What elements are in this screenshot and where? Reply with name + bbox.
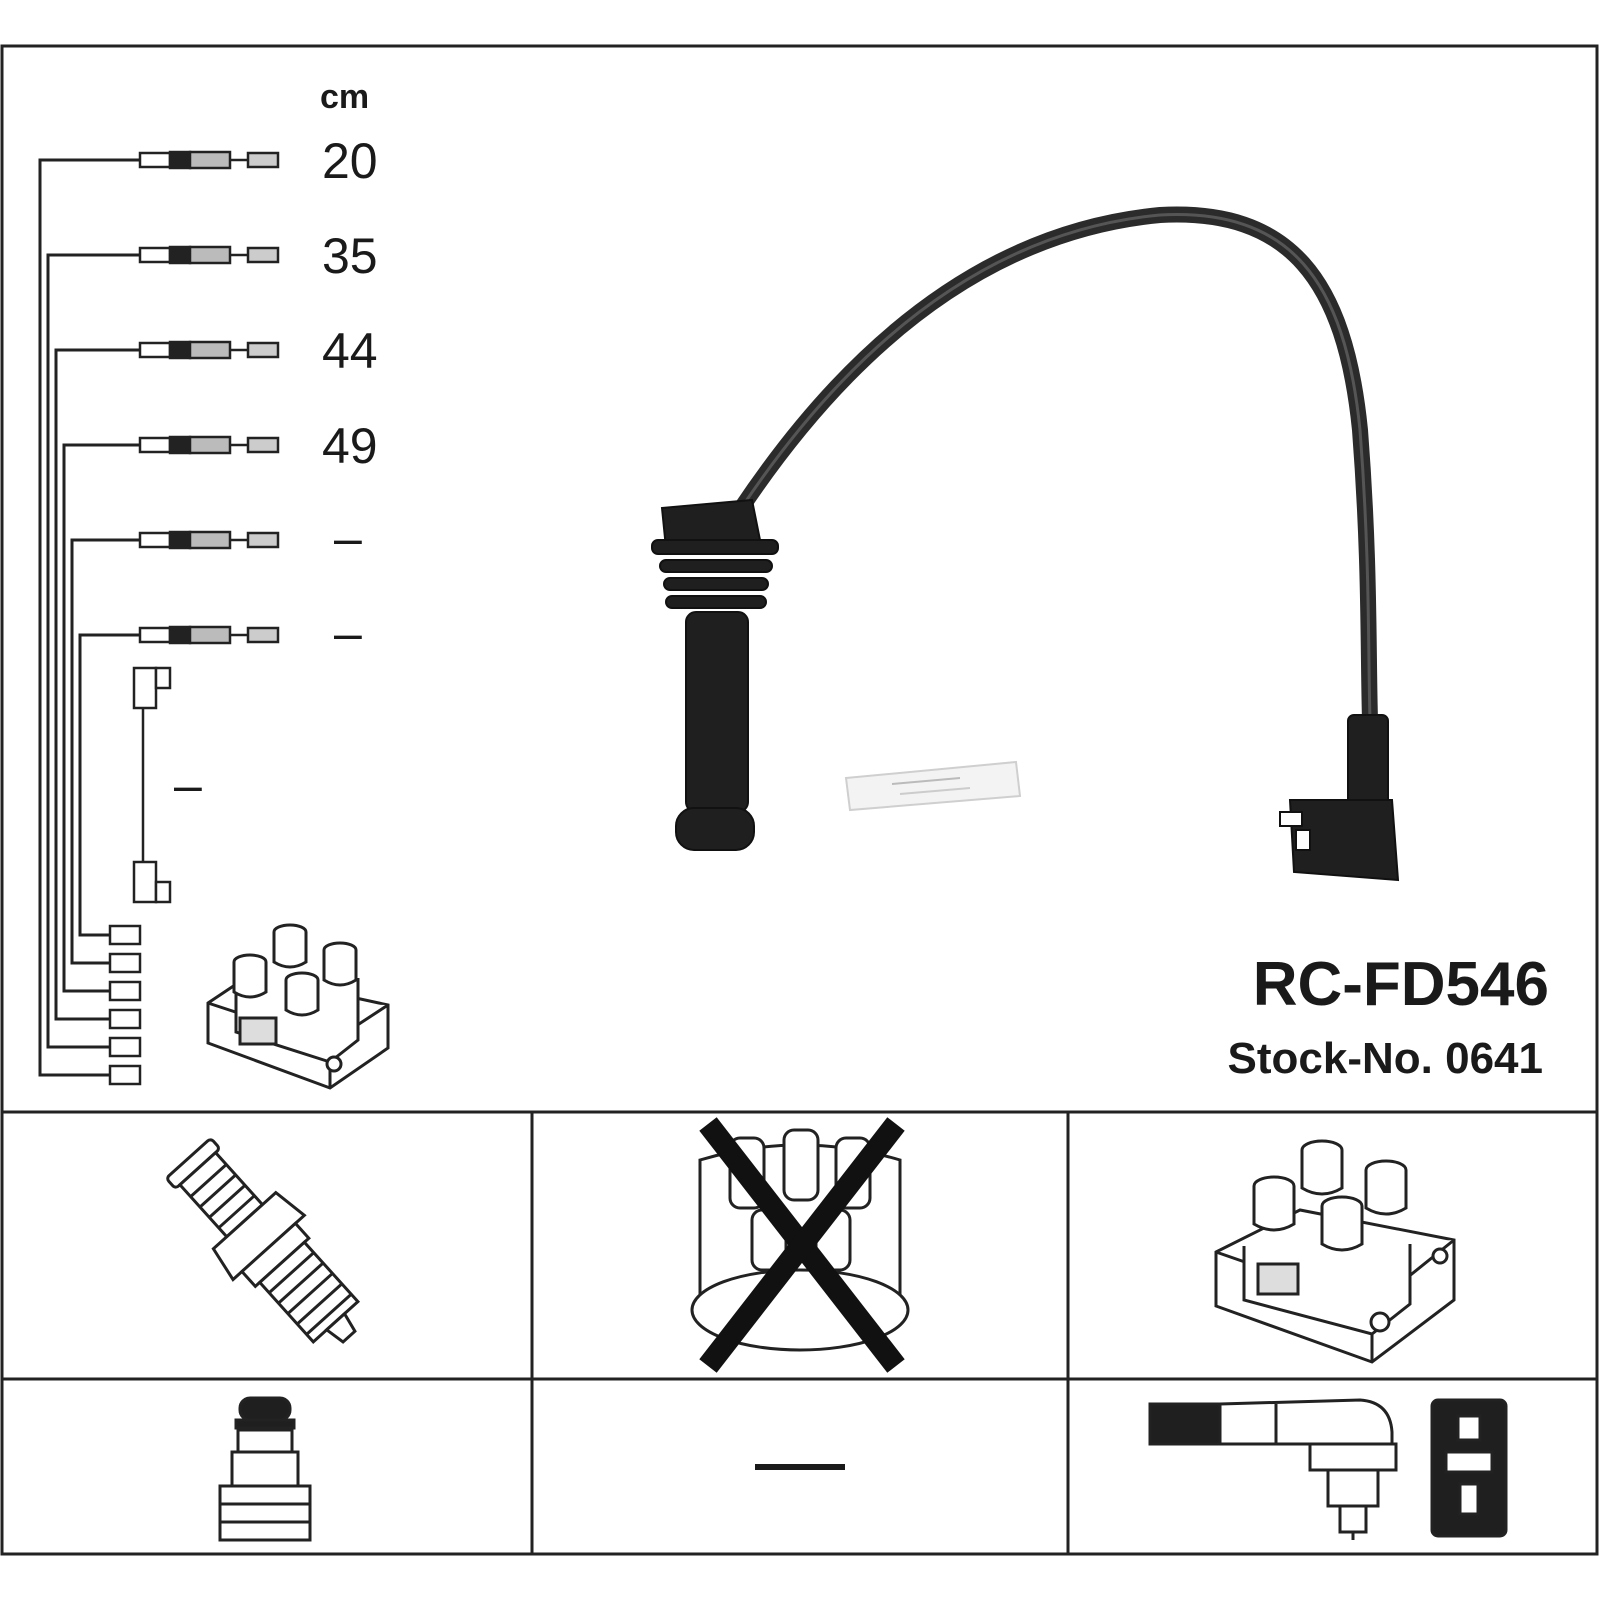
spark-plug-boot xyxy=(651,498,779,851)
lead-length-4: 49 xyxy=(322,418,378,474)
lead-length-3: 44 xyxy=(322,323,378,379)
frame xyxy=(0,44,1599,1556)
coil-terminals xyxy=(108,924,142,1086)
center-cell-dash: — xyxy=(755,1410,845,1510)
lead-length-1: 20 xyxy=(322,133,378,189)
lead-cable xyxy=(732,206,1378,728)
lead-schematic: cm xyxy=(38,78,390,1090)
lead-length-2: 35 xyxy=(322,228,378,284)
product-model: RC-FD546 xyxy=(1253,950,1549,1019)
coil-connector xyxy=(1279,714,1400,882)
lead-length-5: – xyxy=(334,510,362,566)
coil-pack-small-icon xyxy=(206,923,390,1090)
angled-coil-connector-icon xyxy=(1148,1398,1508,1540)
center-lead xyxy=(132,666,172,904)
grease-sachet xyxy=(844,760,1022,812)
length-unit: cm xyxy=(320,78,369,116)
spark-plug-icon xyxy=(166,1138,361,1344)
center-lead-length: – xyxy=(174,757,202,813)
ignition-coil-icon xyxy=(1214,1139,1456,1364)
ignition-lead-photo: RC-FD546 Stock-No. 0641 xyxy=(651,206,1549,1083)
lead-connectors xyxy=(138,150,280,645)
distributor-cap-crossed-icon xyxy=(690,1117,910,1373)
straight-boot-icon xyxy=(218,1396,312,1542)
stock-number: Stock-No. 0641 xyxy=(1228,1034,1543,1083)
lead-length-6: – xyxy=(334,605,362,661)
